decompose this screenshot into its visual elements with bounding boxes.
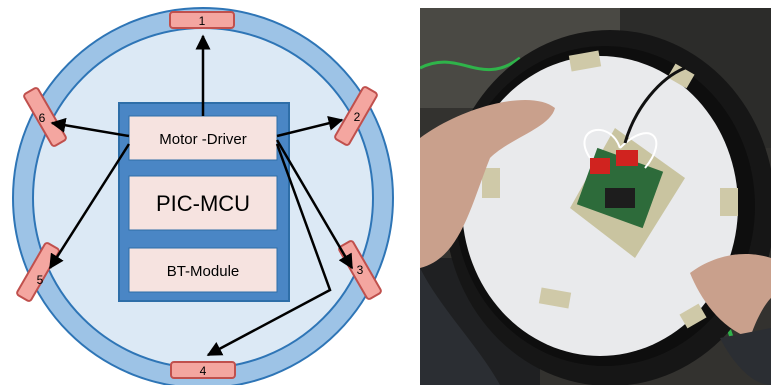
motor-2	[334, 86, 378, 146]
motor-3-label: 3	[357, 263, 364, 277]
arrow-to-motor-3	[275, 139, 354, 270]
motor-4-label: 4	[200, 364, 207, 378]
pic-mcu-label: PIC-MCU	[156, 191, 250, 216]
bt-module-label: BT-Module	[167, 263, 240, 280]
prototype-photo-drawing	[420, 8, 771, 385]
motor-6-label: 6	[39, 111, 46, 125]
motor-1-label: 1	[199, 14, 206, 28]
system-diagram: 1 2 3 4 5 6 Motor -Driver PIC-MCU BT-Mod…	[12, 7, 394, 385]
bt-module-block: BT-Module	[128, 247, 278, 293]
arrow-to-motor-4	[206, 143, 332, 357]
pic-mcu-block: PIC-MCU	[128, 175, 278, 231]
motor-driver-block: Motor -Driver	[128, 115, 278, 161]
arrow-to-motor-6	[50, 117, 130, 138]
driver-connections	[48, 34, 354, 357]
motor-5	[16, 242, 60, 302]
arrow-to-motor-2	[276, 115, 344, 138]
prototype-photo	[420, 8, 771, 385]
motor-4: 4	[170, 361, 236, 379]
motor-1: 1	[169, 11, 235, 29]
motor-driver-label: Motor -Driver	[159, 131, 247, 148]
motor-2-label: 2	[354, 110, 361, 124]
motor-5-label: 5	[37, 273, 44, 287]
arrow-to-motor-5	[48, 143, 131, 270]
